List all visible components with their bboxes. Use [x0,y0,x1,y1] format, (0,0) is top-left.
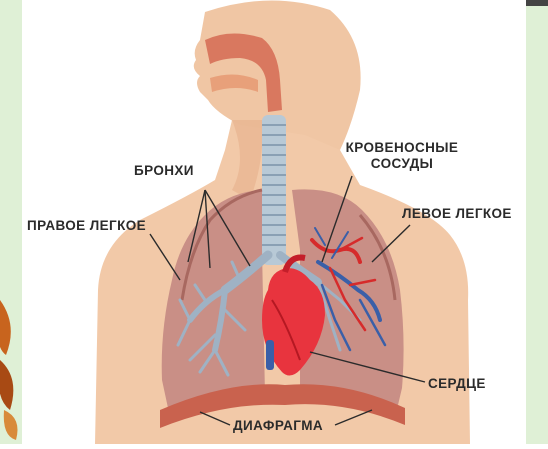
label-right-lung: ПРАВОЕ ЛЕГКОЕ [27,218,146,234]
label-left-lung: ЛЕВОЕ ЛЕГКОЕ [402,206,512,222]
right-frame-strip [526,0,548,444]
trachea [262,115,286,265]
label-blood-vessels-line1: КРОВЕНОСНЫЕ [337,140,467,156]
label-blood-vessels-line2: СОСУДЫ [337,156,467,172]
label-blood-vessels: КРОВЕНОСНЫЕ СОСУДЫ [337,140,467,171]
label-bronchi: БРОНХИ [134,163,194,179]
label-diaphragm: ДИАФРАГМА [233,418,323,434]
label-heart: СЕРДЦЕ [428,376,486,392]
